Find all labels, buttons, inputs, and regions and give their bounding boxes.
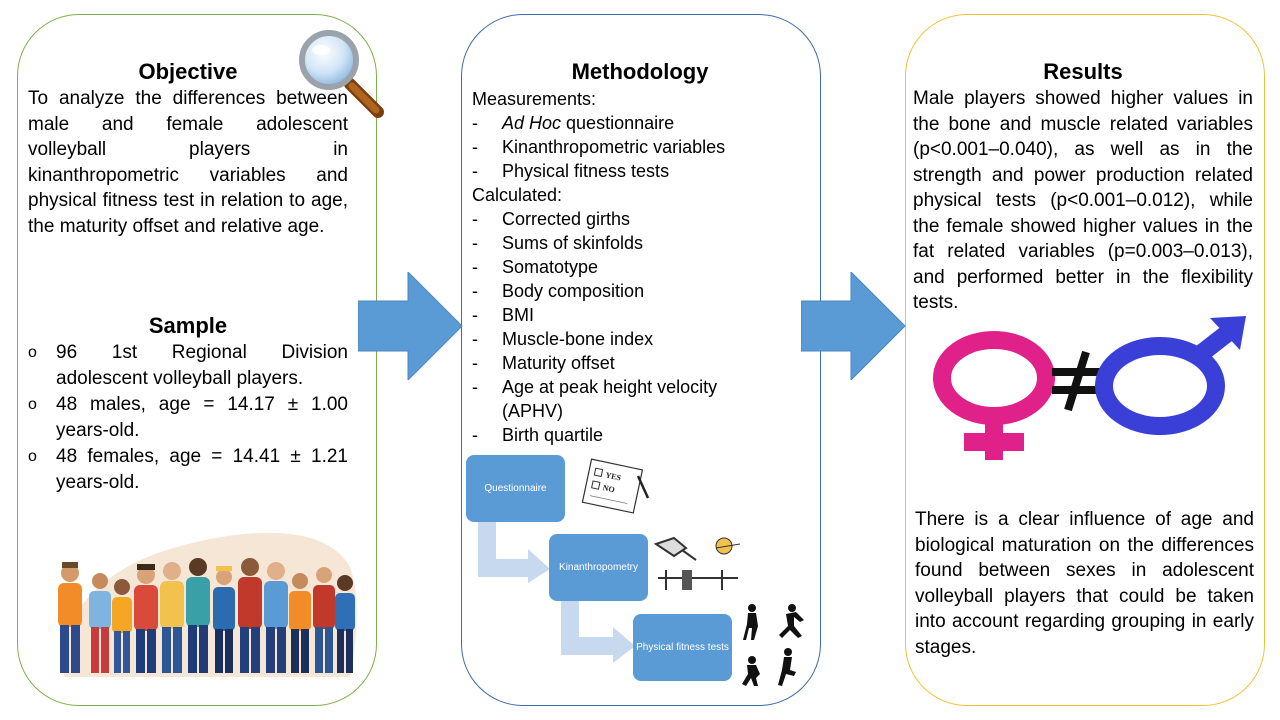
flow-box-physical-fitness: Physical fitness tests xyxy=(633,614,732,681)
objective-text: To analyze the differences between male … xyxy=(28,88,348,237)
list-item: -Kinanthropometric variables xyxy=(472,137,726,157)
bullet-circle-icon: o xyxy=(28,396,37,413)
svg-text:NO: NO xyxy=(602,483,616,494)
measurements-label: Measurements: xyxy=(472,89,597,109)
magnifier-icon xyxy=(299,30,384,118)
results-title: Results xyxy=(1043,59,1123,84)
list-item: -Physical fitness tests xyxy=(472,161,670,181)
list-item: -Corrected girths xyxy=(472,209,631,229)
arrow-right-2 xyxy=(801,272,906,380)
list-item: -Somatotype xyxy=(472,257,599,277)
methodology-title: Methodology xyxy=(571,59,709,84)
list-item: -Muscle-bone index xyxy=(472,329,654,349)
results-text-findings: Male players showed higher values in the… xyxy=(913,88,1253,313)
flow-connector-1 xyxy=(478,521,550,583)
athlete-silhouettes-icon xyxy=(742,604,804,686)
list-item: -Age at peak height velocity (APHV) xyxy=(472,377,718,421)
list-item: -Maturity offset xyxy=(472,353,615,373)
methodology-list: Measurements: -Ad Hoc questionnaire -Kin… xyxy=(472,87,772,447)
list-item: -BMI xyxy=(472,305,535,325)
checklist-icon: YES NO xyxy=(581,458,650,514)
flow-box-questionnaire: Questionnaire xyxy=(466,455,565,522)
list-item: -Body composition xyxy=(472,281,645,301)
objective-title: Objective xyxy=(138,59,238,84)
list-item: -Birth quartile xyxy=(472,425,604,445)
results-text-conclusion: There is a clear influence of age and bi… xyxy=(915,509,1254,658)
flow-connector-2 xyxy=(561,601,635,663)
calculated-label: Calculated: xyxy=(472,185,563,205)
list-item: -Ad Hoc questionnaire xyxy=(472,113,675,133)
female-not-equal-male-icon xyxy=(933,316,1246,460)
people-group-illustration xyxy=(58,532,357,677)
anthropometry-tools-icon xyxy=(653,536,741,590)
arrow-right-1 xyxy=(358,272,463,380)
list-item: -Sums of skinfolds xyxy=(472,233,644,253)
flow-box-kinanthropometry: Kinanthropometry xyxy=(549,534,648,601)
bullet-circle-icon: o xyxy=(28,448,37,465)
sample-title: Sample xyxy=(148,313,228,338)
svg-text:YES: YES xyxy=(605,470,623,482)
bullet-circle-icon: o xyxy=(28,344,37,361)
